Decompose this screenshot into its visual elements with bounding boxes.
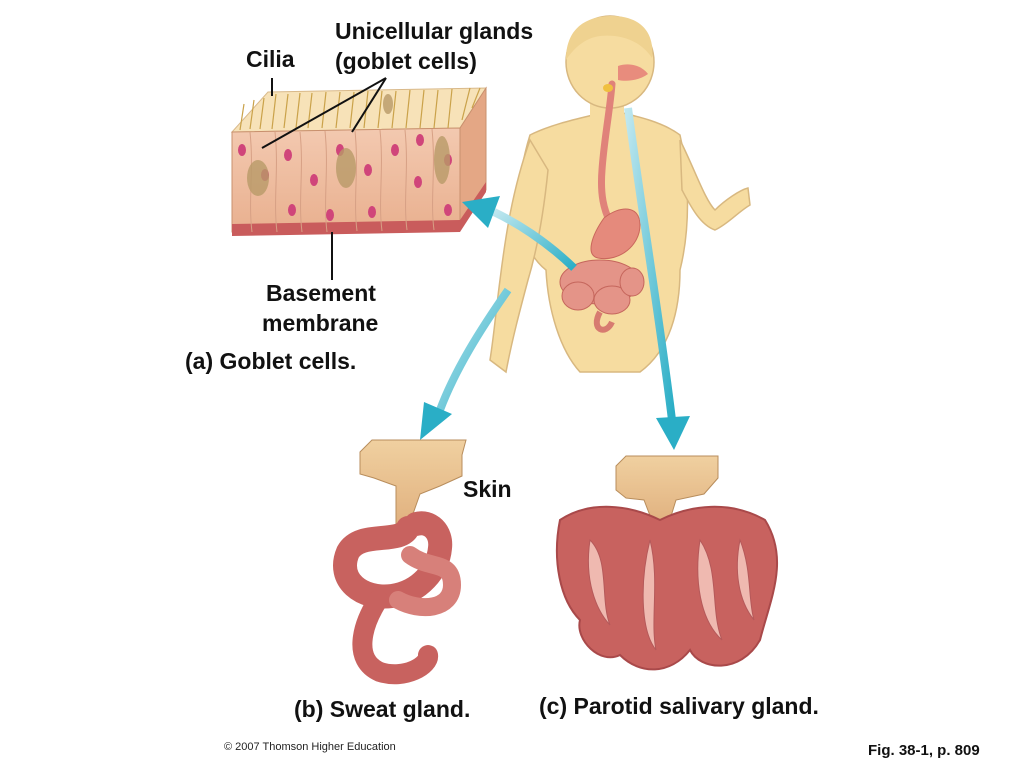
copyright-notice: © 2007 Thomson Higher Education [224,741,396,753]
caption-goblet-cells: (a) Goblet cells. [185,348,357,374]
label-cilia: Cilia [246,46,295,72]
label-unicellular-glands: Unicellular glands [335,18,534,44]
label-basement: Basement [266,280,376,306]
human-torso-figure [489,15,751,374]
arrow-to-parotid-gland [624,107,690,450]
label-membrane: membrane [262,310,379,336]
caption-sweat-gland: (b) Sweat gland. [294,696,471,722]
arrow-to-sweat-gland [420,287,512,440]
caption-parotid-gland: (c) Parotid salivary gland. [539,693,819,719]
arrow-to-goblet-cells [462,196,577,271]
label-goblet-cells-paren: (goblet cells) [335,48,477,74]
parotid-gland-illustration [555,455,779,671]
goblet-cell-tissue [230,77,487,280]
sweat-gland-illustration [333,439,467,685]
label-skin: Skin [463,476,512,502]
figure-reference: Fig. 38-1, p. 809 [868,742,980,759]
